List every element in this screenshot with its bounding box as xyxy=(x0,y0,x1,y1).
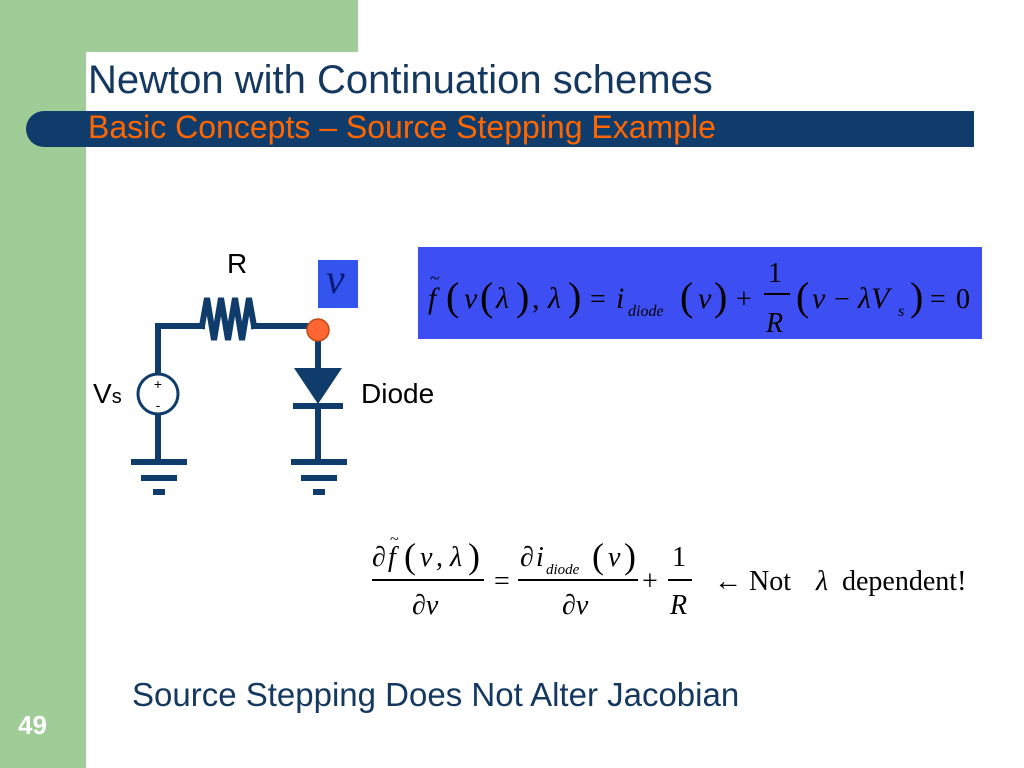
eq1-v: v xyxy=(464,282,478,315)
eq1-i: i xyxy=(616,282,624,315)
eq1-lambda1: λ xyxy=(495,282,509,315)
eq1-paren-open-r: ( xyxy=(796,274,809,319)
eq2-paren-open1: ( xyxy=(404,536,416,576)
eq1-lambda2: λ xyxy=(547,282,561,315)
eq2-diode-sub: diode xyxy=(546,562,580,578)
diode-triangle xyxy=(294,368,342,404)
eq2-paren-close2: ) xyxy=(624,536,636,576)
slide-title: Newton with Continuation schemes xyxy=(88,58,713,102)
eq2-plus: + xyxy=(642,566,658,597)
eq2-partial1: ∂ xyxy=(372,542,386,573)
eq1-tilde: ~ xyxy=(430,268,440,288)
eq2-note-dependent: dependent! xyxy=(842,566,966,597)
eq1-v3: v xyxy=(812,282,826,315)
eq2-denominator1: ∂v xyxy=(412,590,439,621)
eq2-comma: , xyxy=(436,542,443,573)
resistor xyxy=(198,297,258,341)
source-minus-sign: - xyxy=(156,397,161,413)
source-label: Vs xyxy=(93,378,122,410)
eq1-paren-close-outer: ) xyxy=(568,274,581,319)
ground-right-minus xyxy=(313,489,325,495)
ground-left-minus xyxy=(153,489,165,495)
resistor-label: R xyxy=(227,248,248,279)
eq1-comma: , xyxy=(532,282,540,315)
eq2-lambda: λ xyxy=(449,542,462,573)
diode-label: Diode xyxy=(361,378,435,409)
eq2-paren-open2: ( xyxy=(592,536,604,576)
eq1-plus: + xyxy=(736,284,752,315)
eq1-paren-close-i: ) xyxy=(714,274,727,319)
page-number: 49 xyxy=(18,710,47,740)
eq2-note-arrow: ← Not xyxy=(714,566,791,597)
eq1-paren-close-r: ) xyxy=(910,274,923,319)
eq2-one: 1 xyxy=(672,542,686,573)
source-label-sub: s xyxy=(111,386,122,408)
equation1-box xyxy=(418,247,982,339)
eq1-equals: = xyxy=(590,284,606,315)
title-underline-bar xyxy=(26,111,974,147)
node-dot xyxy=(306,318,330,342)
node-v-box xyxy=(318,260,358,308)
voltage-source xyxy=(136,372,180,416)
top-sidebar-band xyxy=(86,0,358,52)
eq2-i: i xyxy=(536,542,544,573)
eq1-s-sub: s xyxy=(898,303,904,320)
eq1-diode-sub: diode xyxy=(628,303,664,320)
eq2-f: f xyxy=(388,542,399,573)
eq2-v2: v xyxy=(608,542,621,573)
eq2-tilde: ~ xyxy=(390,531,399,548)
eq1-minus: − xyxy=(834,284,850,315)
eq2-paren-close1: ) xyxy=(468,536,480,576)
eq1-v2: v xyxy=(698,282,712,315)
eq2-equals: = xyxy=(494,566,510,597)
eq2-note-lambda: λ xyxy=(815,566,828,597)
source-plus-sign: + xyxy=(154,376,162,392)
eq1-equals2: = xyxy=(930,284,946,315)
eq1-R: R xyxy=(765,308,783,339)
eq2-denominator2: ∂v xyxy=(562,590,589,621)
source-label-main: V xyxy=(93,378,112,409)
eq1-paren-open-outer: ( xyxy=(446,274,459,319)
eq2-v1: v xyxy=(420,542,433,573)
eq2-partial2: ∂ xyxy=(520,542,534,573)
eq1-lambda-V: λV xyxy=(857,282,893,315)
eq2-R: R xyxy=(669,590,687,621)
title-background xyxy=(86,52,974,110)
eq1-paren-close-inner: ) xyxy=(516,274,529,319)
node-v-label: v xyxy=(326,257,345,303)
eq1-paren-open-i: ( xyxy=(680,274,693,319)
eq1-paren-open-inner: ( xyxy=(480,274,493,319)
eq1-zero: 0 xyxy=(956,284,970,315)
conclusion-text: Source Stepping Does Not Alter Jacobian xyxy=(132,676,740,713)
slide-subtitle: Basic Concepts – Source Stepping Example xyxy=(88,109,716,145)
eq1-one: 1 xyxy=(768,258,782,289)
